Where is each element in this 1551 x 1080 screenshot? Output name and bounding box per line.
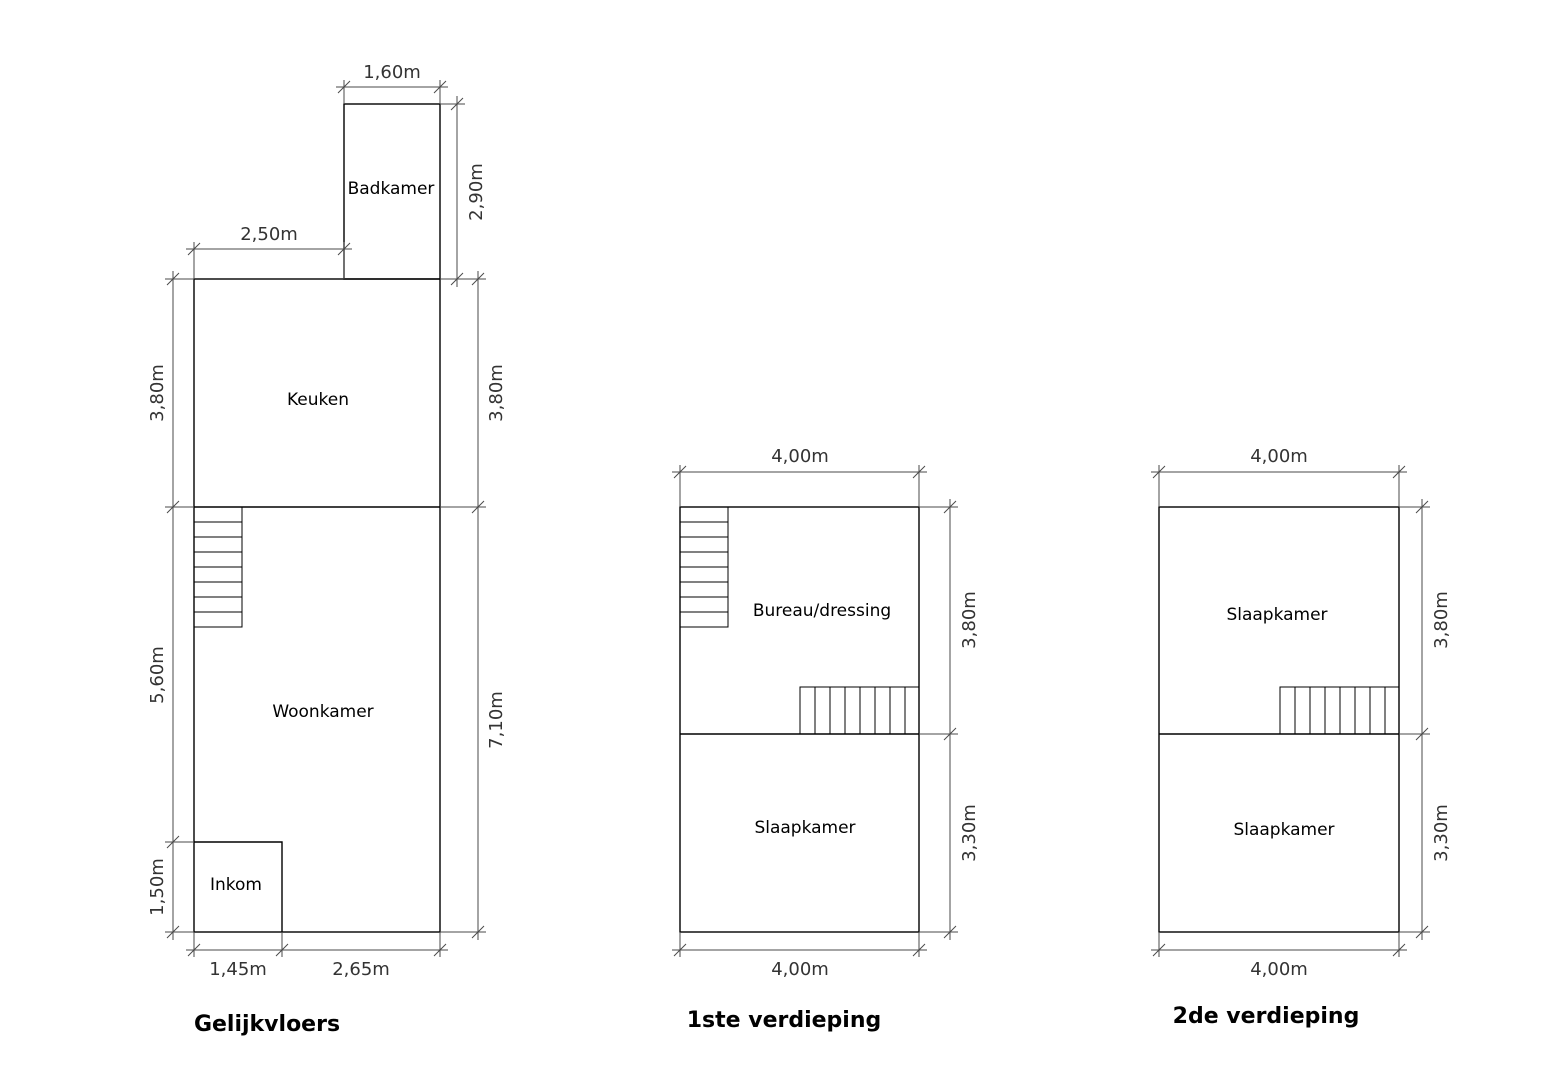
dim-label-second-lower-depth: 3,30m	[1431, 804, 1452, 862]
dim-label-keuken-right: 3,80m	[486, 364, 507, 422]
floor-title-1ste-verdieping: 1ste verdieping	[687, 1008, 882, 1033]
dim-label-first-lower-depth: 3,30m	[959, 804, 980, 862]
dim-label-badkamer-depth: 2,90m	[466, 163, 487, 221]
room-label-woonkamer: Woonkamer	[272, 702, 373, 722]
stairs-first-floor-up	[799, 686, 920, 735]
dim-label-first-upper-depth: 3,80m	[959, 591, 980, 649]
stairs-first-floor-down	[679, 506, 729, 628]
dim-label-first-top-width: 4,00m	[771, 446, 829, 467]
dim-label-second-upper-depth: 3,80m	[1431, 591, 1452, 649]
floor-title-2de-verdieping: 2de verdieping	[1173, 1004, 1360, 1029]
stairs-second-floor	[1279, 686, 1400, 735]
stairs-ground	[193, 506, 243, 628]
dim-label-remaining-width: 2,65m	[332, 959, 390, 980]
room-label-badkamer: Badkamer	[348, 179, 435, 199]
dimension-lines-first-floor	[672, 465, 958, 957]
floor-plan-2de-verdieping: Slaapkamer Slaapkamer 4,00m 3,80m 3,30m …	[1151, 446, 1452, 1029]
dimension-lines-ground	[165, 80, 486, 957]
dim-label-inkom-depth: 1,50m	[147, 858, 168, 916]
dim-label-first-bottom-width: 4,00m	[771, 959, 829, 980]
room-label-inkom: Inkom	[210, 875, 262, 895]
room-label-slaapkamer-2b: Slaapkamer	[1233, 820, 1334, 840]
dim-label-woonkamer-left: 5,60m	[147, 646, 168, 704]
ground-floor-outline	[193, 278, 441, 933]
dim-label-badkamer-width: 1,60m	[363, 62, 421, 83]
dim-label-offset: 2,50m	[240, 224, 298, 245]
dim-label-inkom-width: 1,45m	[209, 959, 267, 980]
room-label-slaapkamer-1: Slaapkamer	[754, 818, 855, 838]
bathroom-outline	[343, 103, 441, 280]
dim-label-woonkamer-right: 7,10m	[486, 691, 507, 749]
entrance-wall	[194, 841, 283, 932]
floor-plan-1ste-verdieping: Bureau/dressing Slaapkamer 4,00m 3,80m 3…	[672, 446, 980, 1033]
dim-label-second-bottom-width: 4,00m	[1250, 959, 1308, 980]
second-floor-outline	[1158, 506, 1400, 933]
dimension-lines-second-floor	[1151, 465, 1430, 957]
dim-label-keuken-left: 3,80m	[147, 364, 168, 422]
dim-label-second-top-width: 4,00m	[1250, 446, 1308, 467]
room-label-slaapkamer-2a: Slaapkamer	[1226, 605, 1327, 625]
room-label-bureau-dressing: Bureau/dressing	[753, 601, 891, 621]
floor-title-gelijkvloers: Gelijkvloers	[194, 1012, 340, 1037]
floor-plan-gelijkvloers: Badkamer Keuken Woonkamer Inkom 1,60m 2,…	[147, 62, 507, 1037]
room-label-keuken: Keuken	[287, 390, 349, 410]
